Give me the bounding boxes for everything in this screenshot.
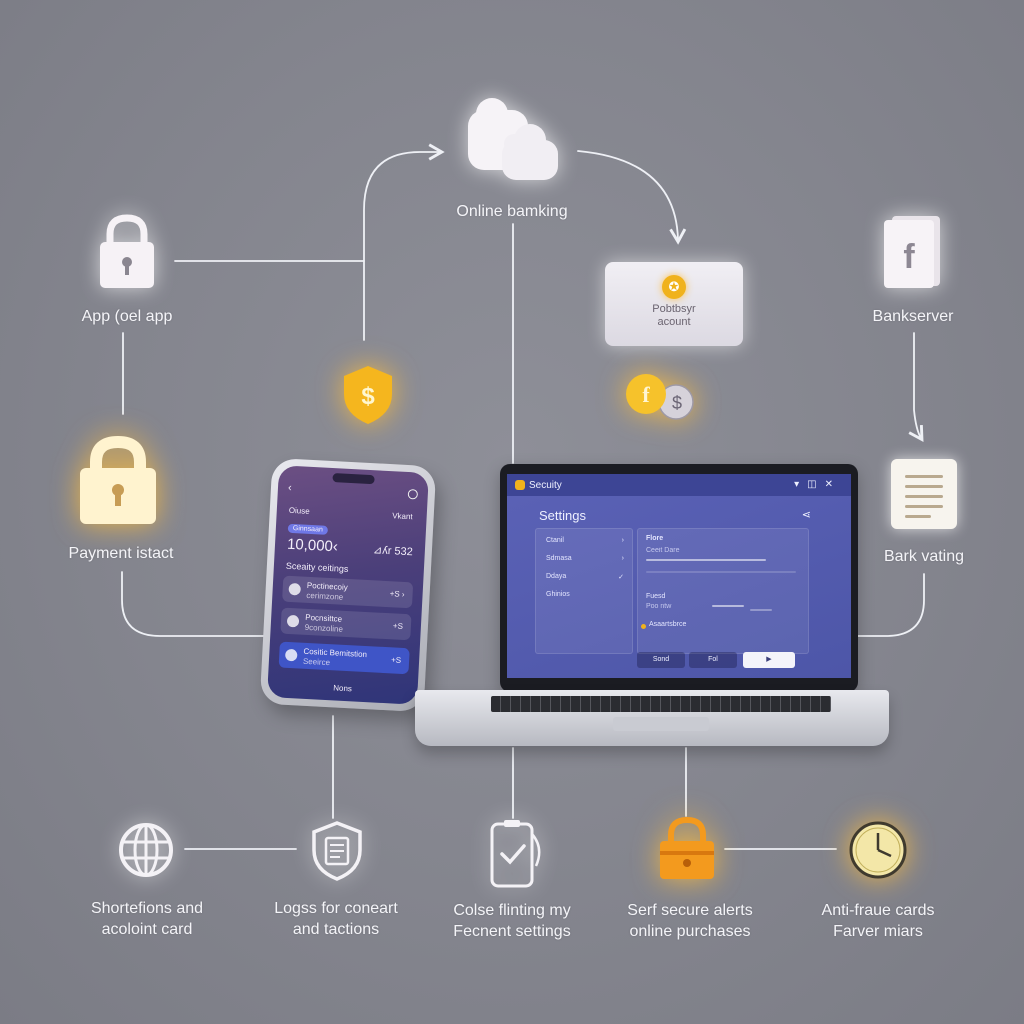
menu-item[interactable]: Ctanil bbox=[546, 537, 564, 544]
app-label: App (oel app bbox=[81, 308, 173, 325]
svg-text:f: f bbox=[903, 238, 915, 276]
online-banking-label: Online bamking bbox=[456, 203, 568, 220]
row-sub: cerimzone bbox=[306, 590, 344, 602]
wire-server-to-doc bbox=[908, 332, 924, 442]
bank-server-book-icon: f bbox=[884, 216, 940, 288]
phone-footer: Nons bbox=[333, 683, 353, 694]
account-card-line1: Pobtbsyr bbox=[652, 303, 696, 315]
account-badge-icon: ✪ bbox=[662, 275, 686, 299]
menu-item[interactable]: Ddaya bbox=[546, 573, 567, 580]
bankserver-label: Bankserver bbox=[872, 308, 954, 325]
globe-icon bbox=[119, 823, 173, 877]
lock-icon bbox=[100, 214, 154, 288]
laptop-badge-text: Asaartsbrce bbox=[649, 621, 687, 628]
payment-label: Payment istact bbox=[68, 545, 174, 562]
laptop-right-panel: Flore Ceeit Dare Fuesd Poo ntw bbox=[637, 528, 809, 654]
smartphone: ‹ Oiuse Vkant Ginnsaan 10,000‹ ⊿ʎr 532 S… bbox=[259, 457, 437, 713]
laptop-base bbox=[415, 690, 889, 746]
progress-line bbox=[646, 559, 766, 561]
row-sub: Seeirce bbox=[302, 656, 331, 668]
share-icon[interactable]: ⋖ bbox=[801, 509, 811, 521]
chevron-icon: › bbox=[621, 555, 624, 562]
row-value: +S bbox=[392, 621, 404, 631]
bank-vating-label: Bark vating bbox=[883, 548, 965, 565]
account-card-line2: acount bbox=[657, 316, 691, 328]
menu-item[interactable]: Sdmasa bbox=[546, 555, 572, 562]
laptop-heading: Settings bbox=[539, 508, 586, 523]
alert-dot-icon bbox=[641, 624, 646, 629]
phone-section-title: Sceaity ceitings bbox=[285, 560, 349, 574]
row-title: Pocnsittce bbox=[305, 612, 343, 624]
svg-text:$: $ bbox=[672, 393, 682, 413]
chevron-icon: › bbox=[621, 537, 624, 544]
phone-screen: ‹ Oiuse Vkant Ginnsaan 10,000‹ ⊿ʎr 532 S… bbox=[267, 465, 429, 705]
app-logo-icon bbox=[515, 480, 525, 490]
back-icon[interactable]: ‹ bbox=[287, 481, 292, 494]
laptop-screen: Secuity ▾◫✕ Settings ⋖ Ctanil Sdmasa Dda… bbox=[507, 474, 851, 678]
shield-document-icon bbox=[312, 821, 362, 881]
orange-lock-icon bbox=[660, 816, 714, 879]
document-icon bbox=[891, 459, 957, 529]
list-item-highlighted[interactable]: Cositic Bemitstion Seeirce +S bbox=[278, 641, 410, 675]
wire-payment-to-phone bbox=[121, 571, 269, 637]
panel-note: Poo ntw bbox=[646, 603, 672, 610]
panel-sub: Ceeit Dare bbox=[646, 547, 680, 554]
row-icon bbox=[284, 648, 298, 662]
list-item[interactable]: Poctinecoiy cerimzone +S › bbox=[282, 575, 414, 609]
wire-cloud-to-card bbox=[577, 150, 687, 245]
list-item[interactable]: Pocnsittce 9conzoline +S bbox=[280, 607, 412, 641]
titlebar-icons[interactable]: ▾◫✕ bbox=[794, 479, 841, 490]
row-sub: 9conzoline bbox=[304, 622, 344, 634]
menu-item[interactable]: Ghinios bbox=[546, 591, 570, 598]
row-value: +S bbox=[390, 655, 402, 665]
laptop-btn-c[interactable]: ▶ bbox=[743, 652, 795, 668]
phone-check-icon bbox=[490, 820, 541, 888]
panel-title: Flore bbox=[646, 535, 664, 542]
wire-doc-to-laptop bbox=[857, 573, 925, 637]
input-line[interactable] bbox=[646, 571, 796, 573]
trackpad bbox=[613, 717, 709, 731]
svg-text:$: $ bbox=[361, 383, 375, 410]
shield-dollar-icon: $ bbox=[344, 366, 392, 424]
phone-header-right: Vkant bbox=[391, 511, 413, 522]
laptop-btn-a[interactable]: Sond bbox=[637, 652, 685, 668]
phone-balance-right: ⊿ʎr 532 bbox=[372, 544, 414, 559]
row-icon bbox=[288, 582, 302, 596]
row-value: +S › bbox=[389, 589, 405, 599]
laptop-btn-b[interactable]: Fol bbox=[689, 652, 737, 668]
panel-label: Fuesd bbox=[646, 593, 666, 600]
coins-icon: $ f bbox=[626, 374, 694, 420]
laptop-titlebar: Secuity ▾◫✕ bbox=[507, 474, 851, 496]
phone-tag: Ginnsaan bbox=[287, 523, 329, 535]
phone-notch bbox=[332, 473, 375, 485]
cloud-icon bbox=[468, 98, 558, 180]
keyboard bbox=[491, 696, 831, 712]
payment-lock-icon bbox=[80, 435, 156, 524]
phone-header-left: Oiuse bbox=[288, 505, 310, 516]
slider-line[interactable] bbox=[750, 609, 772, 611]
laptop-left-panel: Ctanil Sdmasa Ddaya Ghinios › › ✓ bbox=[535, 528, 633, 654]
laptop-app-title: Secuity bbox=[529, 480, 562, 491]
phone-balance-left: 10,000‹ bbox=[286, 535, 339, 556]
account-card: ✪ Pobtbsyr acount bbox=[605, 262, 743, 346]
settings-icon[interactable] bbox=[407, 489, 419, 500]
svg-text:f: f bbox=[642, 382, 650, 407]
wire-hub-to-cloud bbox=[363, 143, 445, 341]
row-icon bbox=[286, 614, 300, 628]
laptop-screen-bezel: Secuity ▾◫✕ Settings ⋖ Ctanil Sdmasa Dda… bbox=[500, 464, 858, 692]
clock-icon bbox=[849, 821, 907, 879]
chevron-icon: ✓ bbox=[618, 574, 624, 581]
slider-line[interactable] bbox=[712, 605, 744, 607]
